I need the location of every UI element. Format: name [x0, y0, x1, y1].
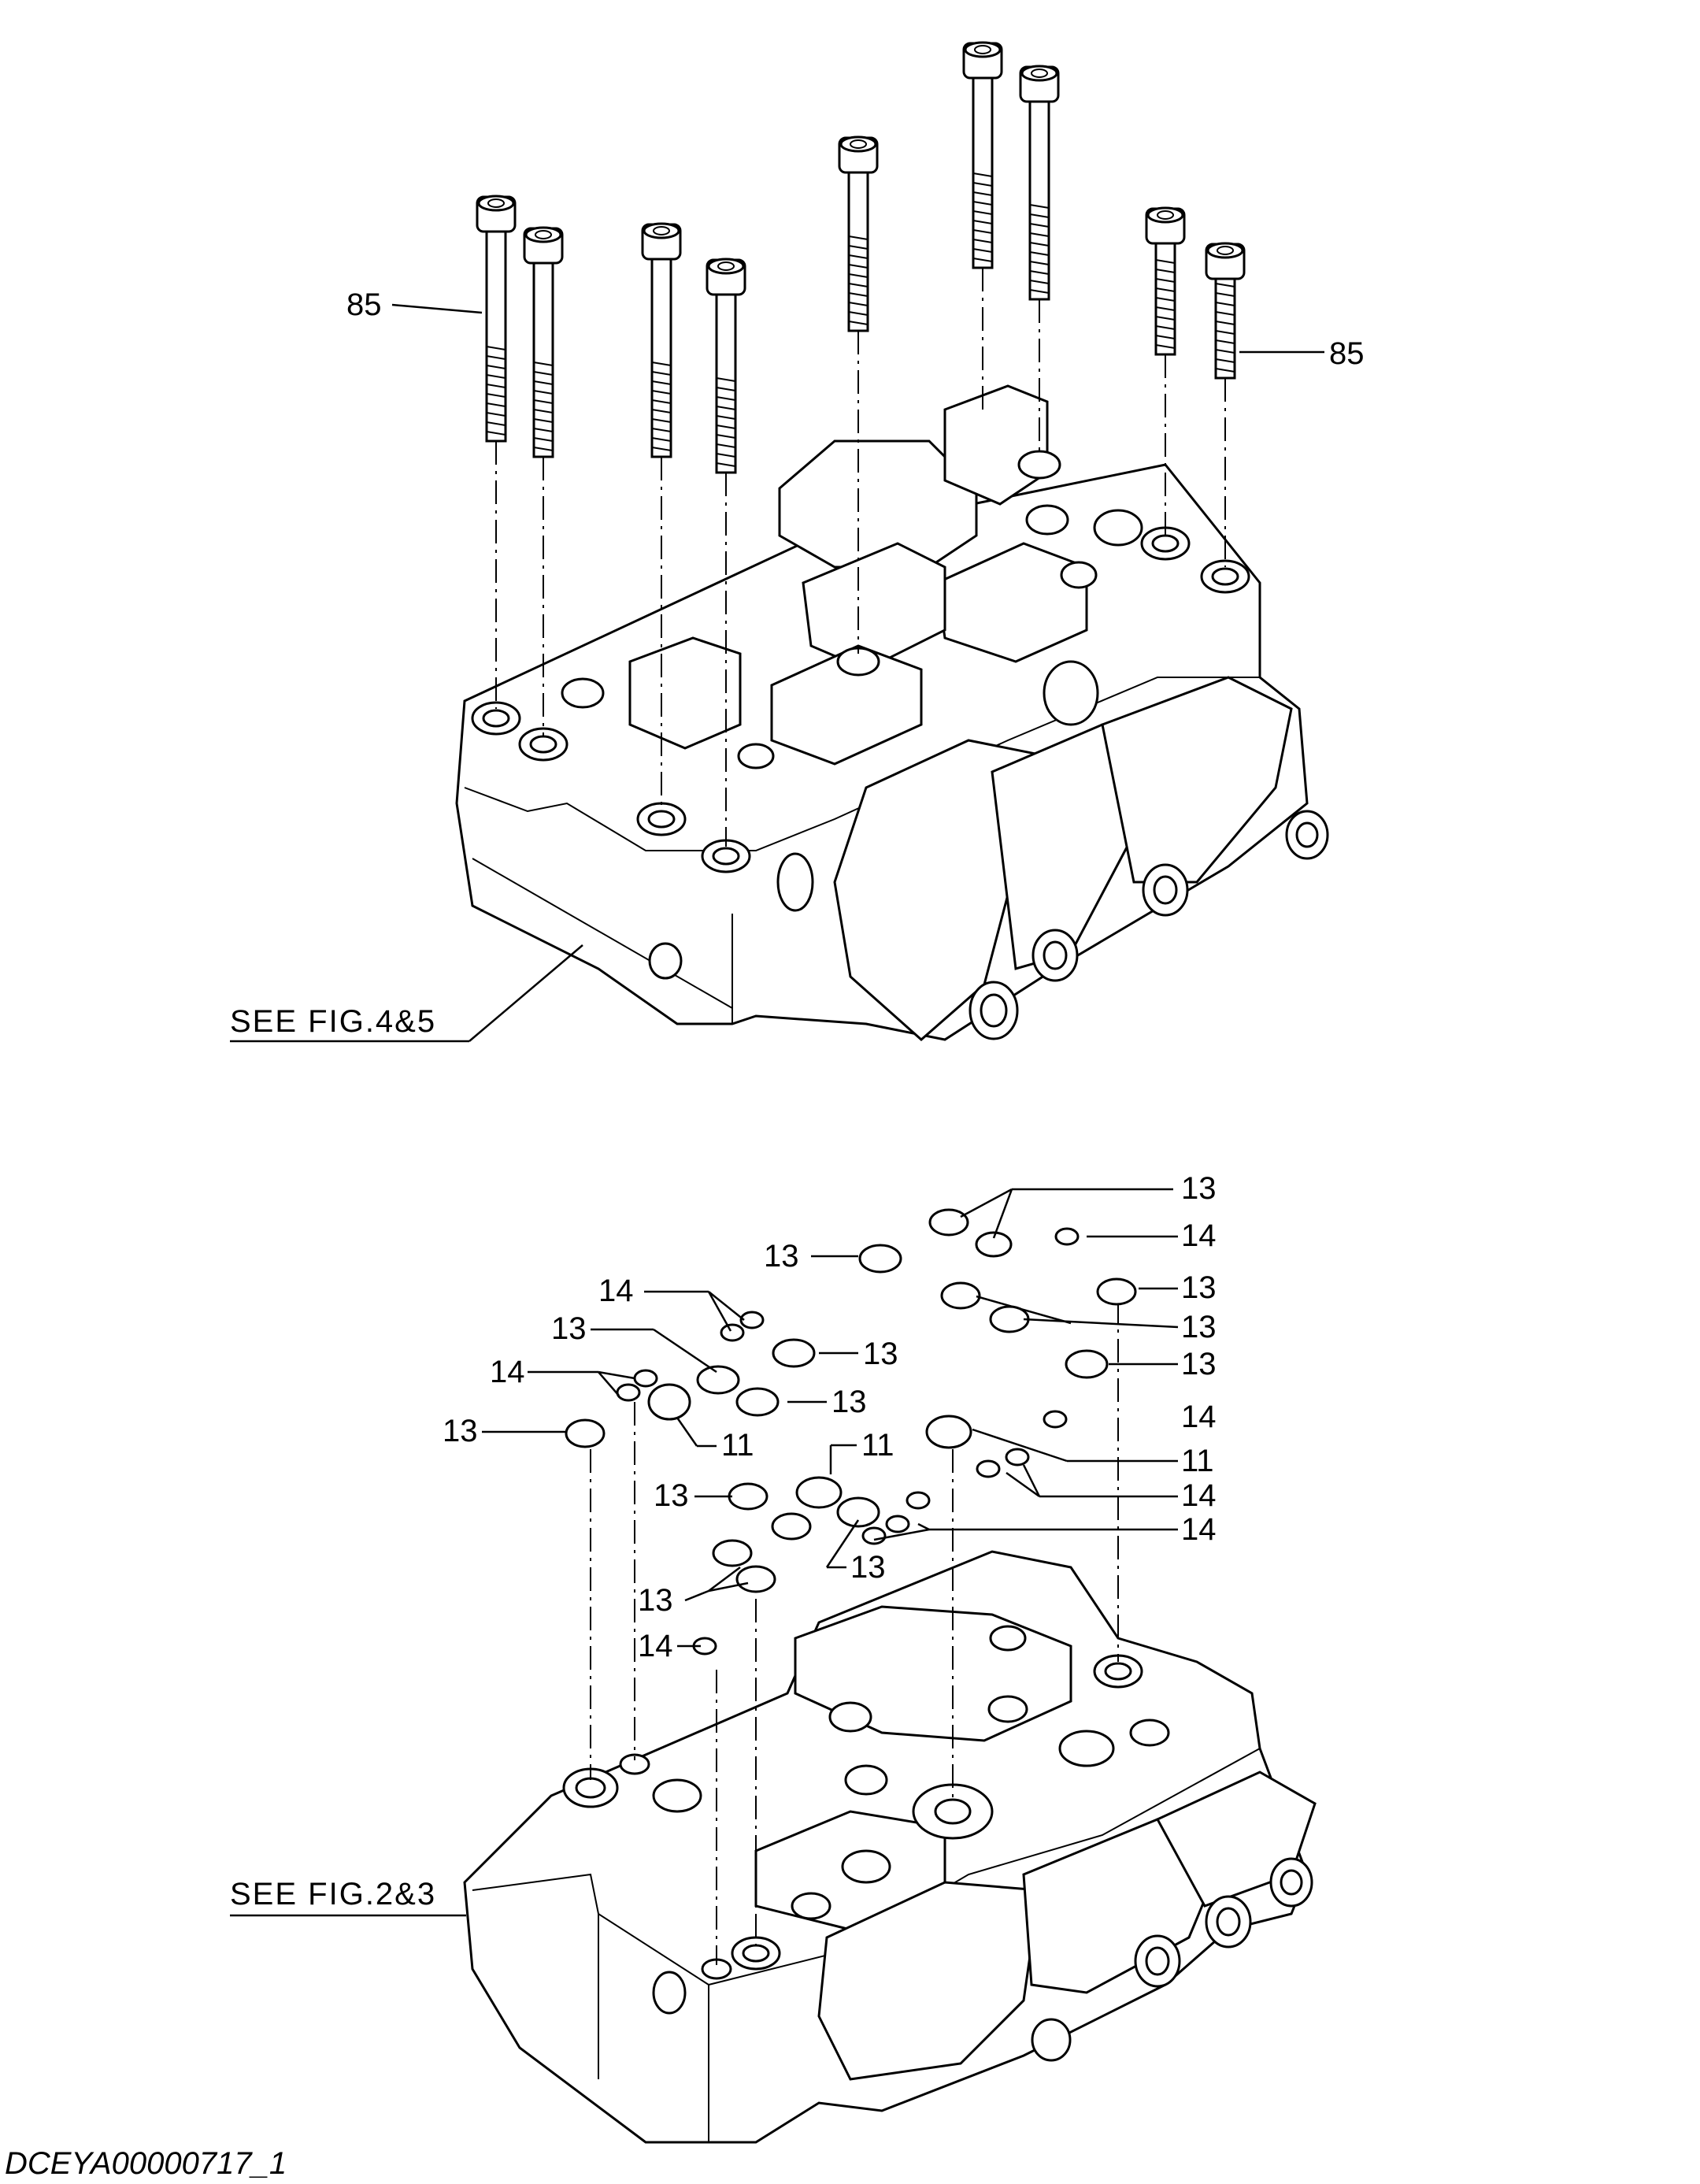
o-ring — [795, 1476, 843, 1509]
bolt — [706, 258, 746, 474]
callout-13-label: 13 — [1181, 1270, 1217, 1305]
oring-center-lines — [590, 1300, 1119, 1965]
document-id: DCEYA00000717_1 — [5, 2146, 287, 2181]
bolt-center-lines — [495, 268, 1226, 847]
callout-85-left-label: 85 — [346, 287, 382, 322]
o-ring — [633, 1369, 658, 1388]
bolt — [476, 195, 517, 443]
bolt — [838, 135, 879, 332]
callout-11-label: 11 — [721, 1428, 754, 1463]
o-ring — [925, 1415, 972, 1449]
upper-valve-assembly — [455, 384, 1329, 1041]
callout-14-label: 14 — [638, 1629, 673, 1663]
callout-13-label: 13 — [1181, 1310, 1217, 1344]
callout-13-label: 13 — [1181, 1347, 1217, 1381]
callout-14-label: 14 — [1181, 1478, 1217, 1513]
o-ring — [647, 1383, 691, 1421]
callout-13-label: 13 — [831, 1385, 867, 1419]
o-ring — [720, 1323, 745, 1342]
o-ring — [975, 1231, 1013, 1258]
oring-leader-lines — [482, 1188, 1179, 1648]
oring-group — [565, 1208, 1137, 1656]
o-ring — [1065, 1349, 1109, 1379]
o-ring — [858, 1244, 902, 1274]
o-ring — [885, 1515, 910, 1533]
callout-85-right-label: 85 — [1329, 336, 1365, 371]
callout-13-label: 13 — [863, 1337, 898, 1371]
callout-14-label: 14 — [1181, 1400, 1217, 1434]
o-ring — [616, 1383, 641, 1402]
lower-valve-assembly — [463, 1550, 1317, 2144]
o-ring — [696, 1365, 740, 1395]
o-ring — [836, 1496, 880, 1528]
callout-13-label: 13 — [551, 1311, 587, 1346]
reference-fig-4-5: SEE FIG.4&5 — [230, 944, 583, 1043]
o-ring — [565, 1418, 606, 1448]
o-ring — [861, 1526, 887, 1545]
o-ring — [1096, 1277, 1137, 1306]
callout-13-label: 13 — [638, 1583, 673, 1618]
callout-11-label: 11 — [861, 1428, 894, 1463]
callout-14-label: 14 — [1181, 1218, 1217, 1253]
callout-11-label: 11 — [1181, 1444, 1214, 1478]
bolt-group — [476, 41, 1246, 474]
callout-13-label: 13 — [850, 1550, 886, 1585]
callout-85-left: 85 — [346, 287, 483, 322]
reference-fig-2-3: SEE FIG.2&3 — [230, 1877, 466, 1917]
o-ring — [739, 1311, 765, 1329]
bolt — [962, 41, 1003, 269]
callout-13-label: 13 — [443, 1414, 478, 1448]
callout-14-label: 14 — [1181, 1512, 1217, 1547]
o-ring — [1005, 1448, 1030, 1467]
o-ring — [728, 1482, 769, 1511]
oring-callouts: 13 13 14 13 13 13 14 13 13 13 14 11 13 1… — [443, 1171, 1217, 1663]
callout-85-right: 85 — [1239, 336, 1365, 371]
o-ring — [1054, 1227, 1080, 1246]
o-ring — [1043, 1410, 1068, 1429]
o-ring — [771, 1512, 812, 1541]
callout-13-label: 13 — [1181, 1171, 1217, 1206]
bolt — [523, 226, 564, 458]
o-ring — [906, 1491, 931, 1510]
o-ring — [712, 1539, 753, 1567]
bolt — [1205, 242, 1246, 380]
o-ring — [735, 1387, 780, 1417]
callout-13-label: 13 — [654, 1478, 689, 1513]
bolt — [1145, 206, 1186, 356]
callout-14-label: 14 — [598, 1274, 634, 1308]
o-ring — [735, 1565, 776, 1593]
o-ring — [772, 1338, 816, 1368]
o-ring — [928, 1208, 969, 1237]
callout-14-label: 14 — [490, 1355, 525, 1389]
o-ring — [976, 1459, 1001, 1478]
bolt — [1019, 65, 1060, 301]
callout-13-label: 13 — [764, 1239, 799, 1274]
o-ring — [940, 1281, 981, 1310]
bolt — [641, 222, 682, 458]
reference-fig-2-3-label: SEE FIG.2&3 — [230, 1877, 436, 1911]
reference-fig-4-5-label: SEE FIG.4&5 — [230, 1004, 436, 1039]
